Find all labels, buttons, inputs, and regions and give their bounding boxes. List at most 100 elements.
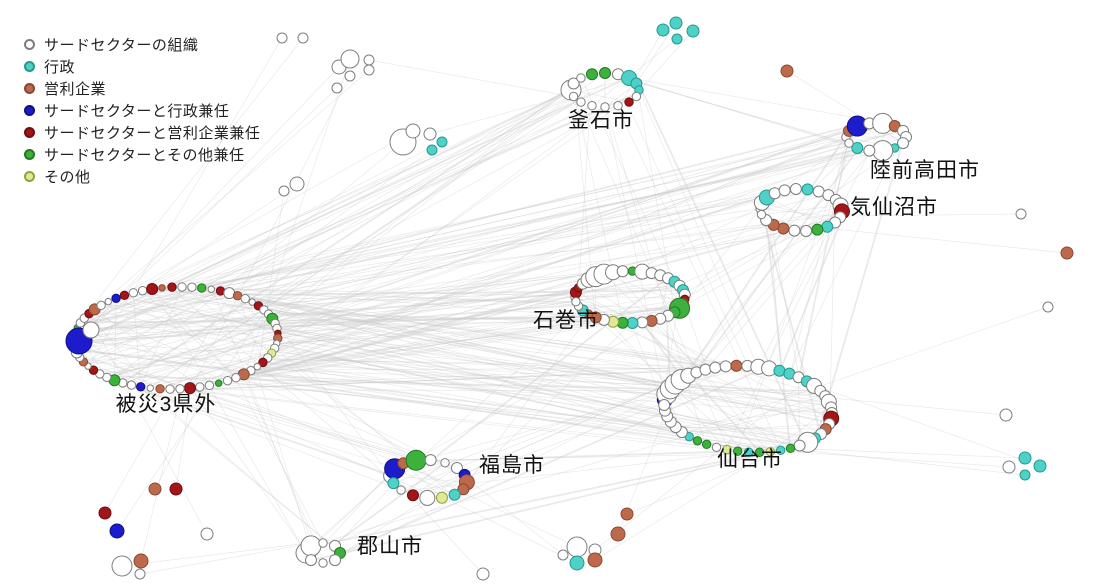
graph-edge — [765, 219, 791, 450]
legend-item-for-profit: 営利企業 — [24, 80, 260, 98]
graph-edge — [114, 141, 404, 379]
graph-edge — [190, 75, 351, 389]
graph-node-satellite — [297, 32, 309, 44]
graph-edge — [333, 366, 716, 561]
graph-edge — [674, 382, 1007, 416]
graph-node-hisai — [197, 283, 207, 293]
graph-edge — [181, 286, 416, 461]
graph-edge — [275, 349, 783, 452]
graph-edge — [77, 351, 826, 396]
graph-node-hisai — [82, 321, 100, 339]
graph-edge — [201, 287, 830, 424]
graph-edge — [149, 97, 573, 388]
legend-dot-icon — [24, 39, 35, 50]
legend-label: サードセクターと行政兼任 — [44, 103, 230, 120]
graph-edge — [73, 107, 604, 337]
legend-label: サードセクターの組織 — [44, 37, 199, 54]
graph-node-koriyama — [318, 538, 328, 548]
graph-node-hisai — [187, 282, 197, 292]
graph-edge — [235, 378, 325, 545]
graph-edge — [189, 368, 706, 391]
graph-edge — [670, 388, 800, 446]
graph-edge — [76, 331, 339, 552]
graph-edge — [604, 107, 671, 421]
graph-node-satellite — [671, 33, 683, 45]
graph-edge — [115, 296, 465, 475]
legend-item-other: その他 — [24, 168, 260, 186]
graph-edge — [798, 377, 800, 446]
graph-edge — [189, 389, 820, 392]
graph-edge — [130, 385, 393, 477]
graph-node-fukushima — [440, 458, 450, 468]
graph-node-sendai — [701, 439, 712, 450]
graph-node-kamaishi — [613, 101, 623, 111]
graph-edge — [212, 289, 322, 565]
legend-item-government: 行政 — [24, 58, 260, 76]
graph-edge — [85, 106, 591, 362]
cluster-label-kesennuma: 気仙沼市 — [850, 196, 938, 219]
graph-node-satellite — [999, 408, 1013, 422]
graph-edge — [90, 301, 253, 331]
graph-edge — [391, 475, 467, 483]
graph-edge — [840, 213, 1022, 217]
graph-node-koriyama — [329, 554, 342, 567]
graph-edge — [257, 286, 682, 307]
graph-edge — [89, 311, 463, 475]
graph-edge — [72, 341, 443, 500]
graph-edge — [266, 358, 667, 396]
graph-edge — [588, 298, 685, 315]
graph-edge — [675, 426, 826, 430]
graph-edge — [82, 189, 808, 326]
graph-edge — [226, 381, 682, 431]
graph-edge — [243, 224, 772, 375]
graph-node-kamaishi — [567, 77, 580, 90]
graph-node-sendai — [709, 361, 722, 374]
graph-node-satellite — [133, 553, 149, 569]
graph-edge — [170, 124, 894, 290]
graph-edge — [604, 71, 857, 148]
graph-edge — [139, 540, 324, 575]
graph-edge — [235, 215, 843, 380]
graph-edge — [79, 37, 304, 322]
graph-edge — [237, 297, 574, 303]
graph-node-satellite — [610, 526, 626, 542]
graph-edge — [92, 369, 817, 440]
graph-edge — [84, 212, 844, 318]
graph-edge — [275, 328, 668, 394]
graph-node-ishinomaki — [571, 296, 581, 307]
graph-edge — [88, 149, 857, 367]
graph-edge — [140, 288, 675, 386]
graph-node-satellite — [405, 123, 421, 139]
graph-edge — [92, 283, 582, 373]
graph-edge — [637, 81, 807, 444]
graph-node-hisai — [155, 384, 165, 394]
graph-edge — [154, 385, 209, 490]
graph-edge — [261, 316, 660, 364]
graph-edge — [79, 148, 860, 326]
graph-edge — [93, 225, 776, 309]
graph-edge — [618, 29, 664, 108]
graph-edge — [181, 367, 760, 390]
graph-edge — [104, 293, 231, 514]
graph-edge — [659, 278, 669, 319]
graph-edge — [338, 366, 768, 556]
graph-edge — [250, 303, 683, 372]
graph-edge — [403, 448, 782, 463]
graph-node-sendai — [722, 444, 732, 455]
cluster-label-sendai: 仙台市 — [717, 448, 783, 471]
graph-node-hisai — [222, 375, 233, 386]
graph-edge — [99, 194, 829, 376]
cluster-label-hisai: 被災3県外 — [116, 393, 217, 416]
graph-edge — [213, 99, 580, 290]
graph-node-fukushima — [450, 461, 463, 474]
graph-edge — [80, 295, 238, 324]
graph-edge — [106, 229, 794, 376]
graph-edge — [577, 107, 591, 305]
graph-edge — [273, 89, 570, 322]
graph-edge — [403, 464, 578, 548]
graph-edge — [123, 130, 414, 295]
graph-edge — [259, 306, 667, 402]
graph-edge — [123, 129, 849, 384]
graph-edge — [175, 386, 192, 490]
